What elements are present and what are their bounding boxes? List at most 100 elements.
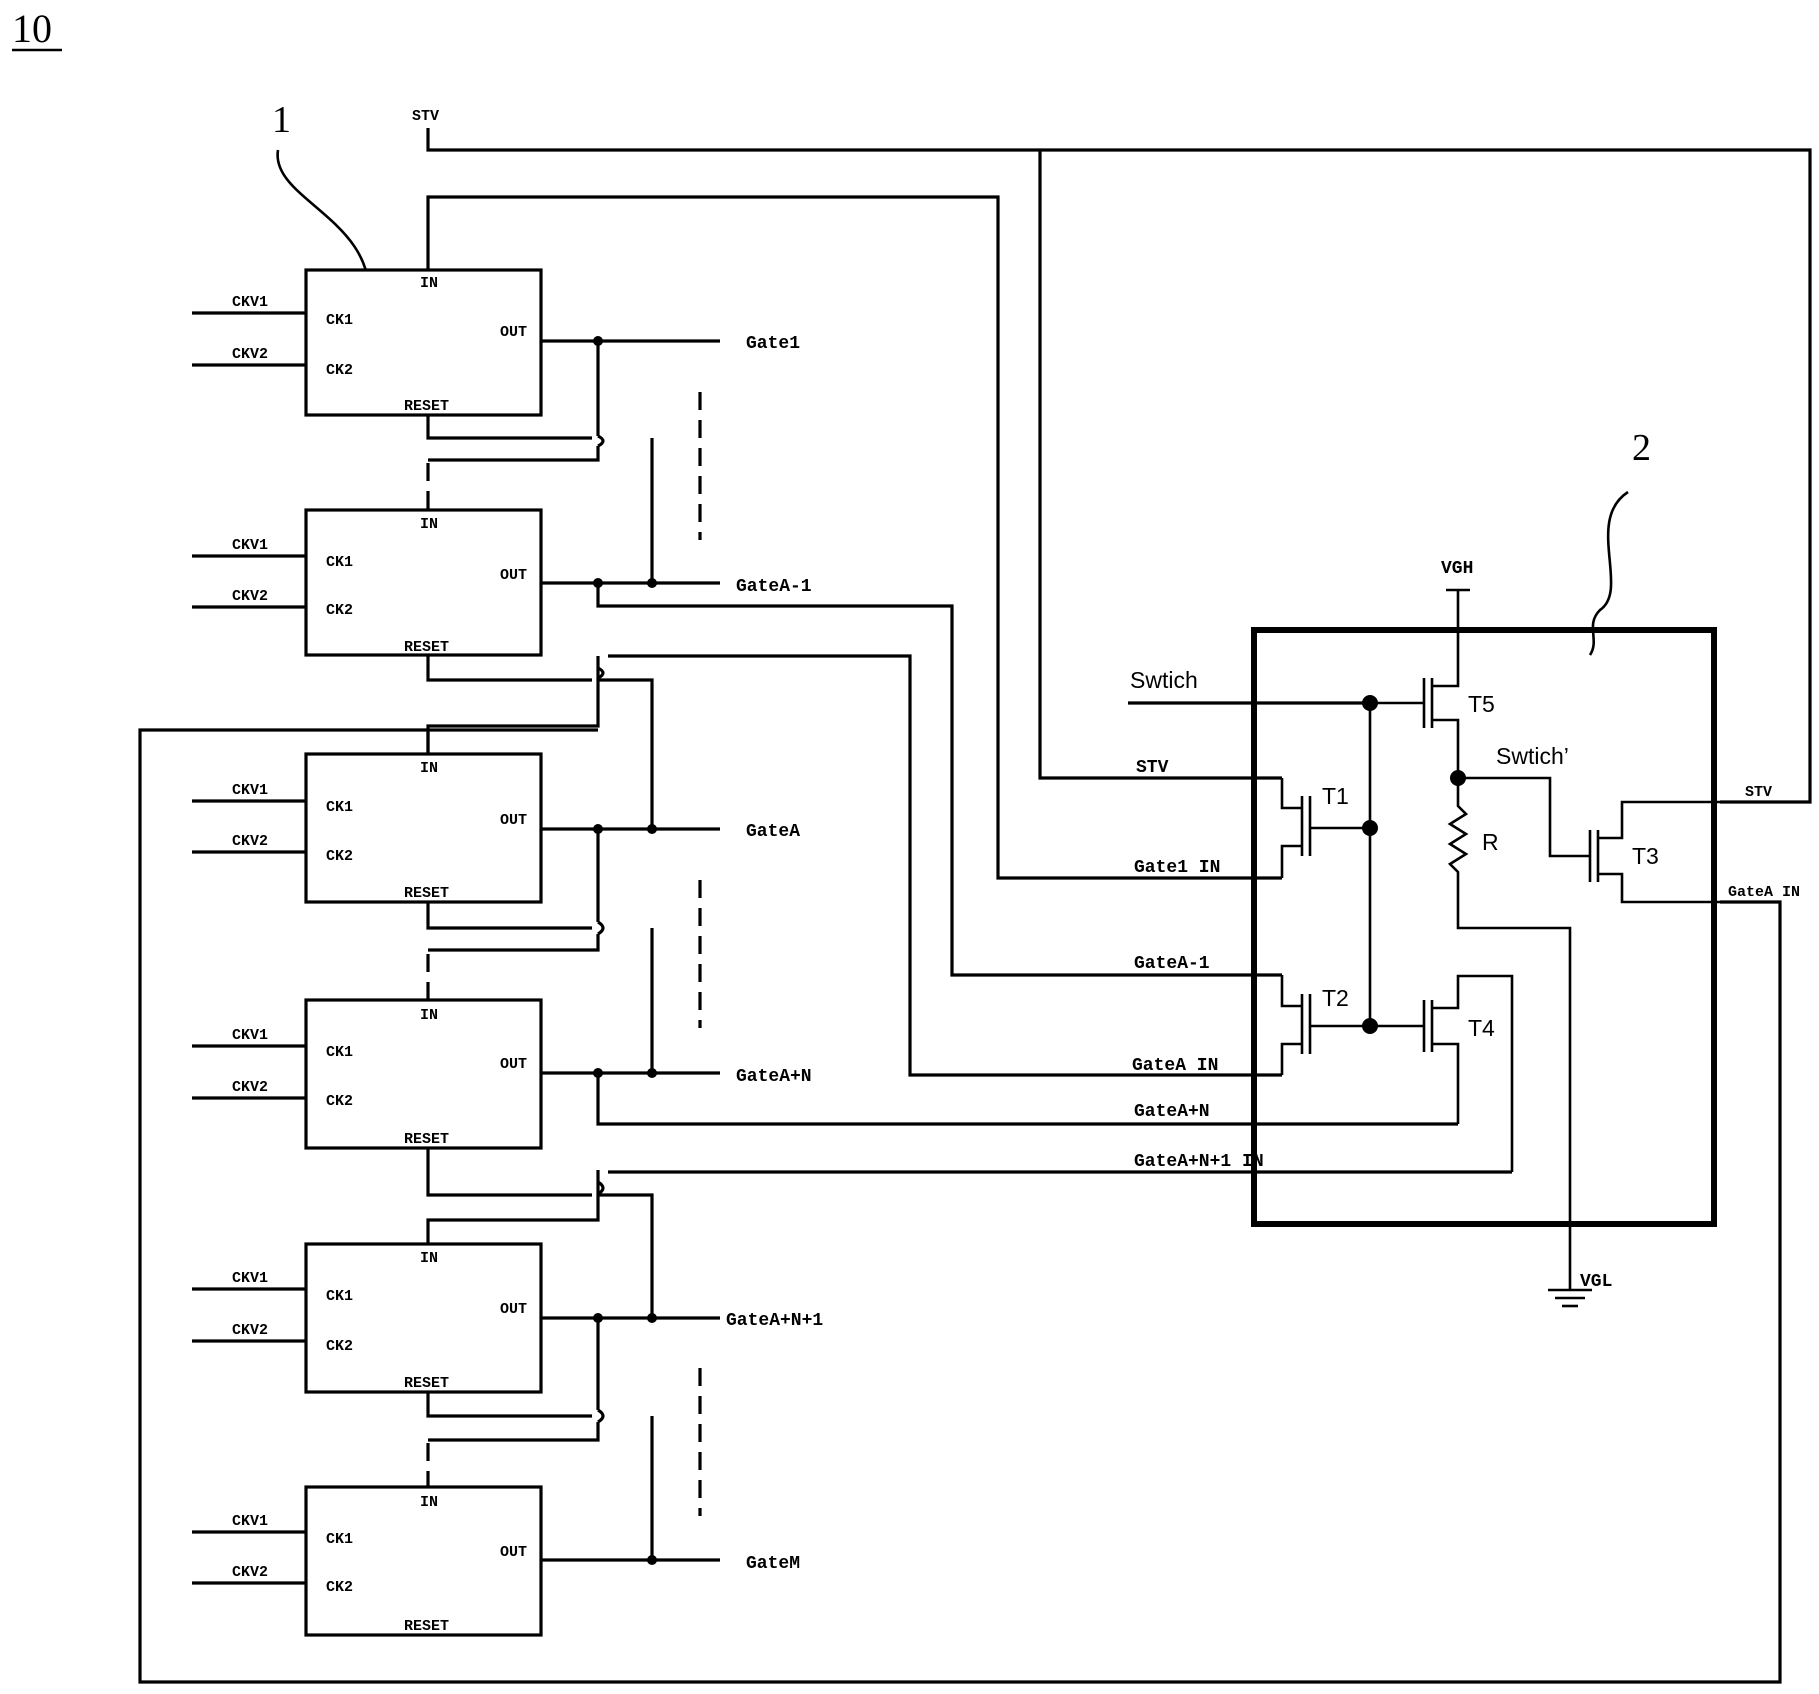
ref-leader-2	[1588, 490, 1629, 656]
reset-pin-label: RESET	[404, 1618, 449, 1635]
clock-inputs	[192, 311, 306, 1585]
shift-register-stage-a-n-1	[304, 1242, 543, 1394]
ck2-pin-label: CK2	[326, 362, 353, 379]
ref-label-1: 1	[272, 99, 291, 141]
ckv2-label: CKV2	[232, 833, 268, 850]
transistor-t1	[1280, 778, 1370, 878]
ck1-pin-label: CK1	[326, 554, 353, 571]
shift-register-stage-1	[304, 268, 543, 417]
ck1-pin-label: CK1	[326, 1288, 353, 1305]
swtich-prime-wire	[1458, 776, 1590, 858]
t4-label: T4	[1468, 1015, 1495, 1041]
stv-branch-wire	[1038, 150, 1128, 780]
transistor-t5	[1370, 590, 1460, 776]
gatea-in-return-wire	[138, 728, 1782, 1684]
stage-m-pins: IN CK1 CK2 OUT RESET	[326, 1494, 527, 1635]
swtich-label: Swtich	[1130, 667, 1198, 693]
ground-icon	[1548, 1288, 1592, 1308]
output-wires	[541, 339, 720, 1562]
ckv1-label: CKV1	[232, 537, 268, 554]
out-pin-label: OUT	[500, 812, 527, 829]
node-dot	[1362, 820, 1378, 836]
vgh-label: VGH	[1441, 559, 1473, 579]
junction-dots	[593, 336, 657, 1565]
ck1-pin-label: CK1	[326, 1531, 353, 1548]
transistor-t3	[1588, 800, 1720, 904]
stage-a-n-pins: IN CK1 CK2 OUT RESET	[326, 1007, 527, 1148]
stage-a-pins: IN CK1 CK2 OUT RESET	[326, 760, 527, 902]
ck2-pin-label: CK2	[326, 1093, 353, 1110]
t5-label: T5	[1468, 691, 1495, 717]
stage-a-n-1-pins: IN CK1 CK2 OUT RESET	[326, 1250, 527, 1392]
ckv2-label: CKV2	[232, 346, 268, 363]
reset-pin-label: RESET	[404, 1131, 449, 1148]
gatea-label: GateA	[746, 822, 800, 842]
reset-pin-label: RESET	[404, 398, 449, 415]
ckv1-label: CKV1	[232, 1513, 268, 1530]
r-label: R	[1482, 829, 1499, 855]
shift-register-stage-a-n	[304, 998, 543, 1150]
stage-1-pins: IN CK1 CK2 OUT RESET	[326, 275, 527, 415]
ck1-pin-label: CK1	[326, 312, 353, 329]
control-module-box	[1251, 627, 1717, 1227]
ckv2-label: CKV2	[232, 588, 268, 605]
gatem-label: GateM	[746, 1554, 800, 1574]
t3-label: T3	[1632, 843, 1659, 869]
swtich-prime-label: Swtich’	[1496, 743, 1569, 769]
cascade-wiring	[426, 341, 1128, 1560]
ckv1-label: CKV1	[232, 294, 268, 311]
ckv1-label: CKV1	[232, 1027, 268, 1044]
in-pin-label: IN	[420, 275, 438, 292]
gatea-1-in-label: GateA-1	[1134, 954, 1210, 974]
gatea-n-1-label: GateA+N+1	[726, 1311, 823, 1331]
in-pin-label: IN	[420, 760, 438, 777]
stv-top-label: STV	[412, 108, 439, 125]
ck1-pin-label: CK1	[326, 799, 353, 816]
t2-label: T2	[1322, 985, 1349, 1011]
right-gatea-in-label: GateA IN	[1728, 884, 1800, 901]
out-pin-label: OUT	[500, 1056, 527, 1073]
resistor-r	[1447, 778, 1572, 1290]
clock-labels: CKV1 CKV2 CKV1 CKV2 CKV1 CKV2 CKV1 CKV2 …	[232, 294, 268, 1581]
t1-label: T1	[1322, 783, 1349, 809]
gatea-n-1-in-label: GateA+N+1 IN	[1134, 1152, 1264, 1172]
module-input-labels: Swtich STV Gate1 IN GateA-1 GateA IN Gat…	[1130, 667, 1264, 1172]
gatea-in-label: GateA IN	[1132, 1056, 1218, 1076]
ckv1-label: CKV1	[232, 782, 268, 799]
ck2-pin-label: CK2	[326, 848, 353, 865]
transistor-t4	[1370, 974, 1514, 1172]
in-pin-label: IN	[420, 516, 438, 533]
in-pin-label: IN	[420, 1007, 438, 1024]
in-pin-label: IN	[420, 1250, 438, 1267]
stage-a-1-pins: IN CK1 CK2 OUT RESET	[326, 516, 527, 656]
gatea-n-label: GateA+N	[736, 1067, 812, 1087]
reset-pin-label: RESET	[404, 885, 449, 902]
ckv2-label: CKV2	[232, 1564, 268, 1581]
gatea-1-label: GateA-1	[736, 577, 812, 597]
ref-label-2: 2	[1632, 427, 1651, 469]
figure-number: 10	[12, 6, 52, 51]
shift-register-stage-a-1	[304, 508, 543, 657]
gate1-label: Gate1	[746, 334, 800, 354]
right-stv-label: STV	[1745, 784, 1772, 801]
reset-pin-label: RESET	[404, 639, 449, 656]
shift-register-stage-m	[304, 1485, 543, 1637]
in-pin-label: IN	[420, 1494, 438, 1511]
ck2-pin-label: CK2	[326, 602, 353, 619]
stv-top-wire	[426, 128, 1812, 804]
ckv1-label: CKV1	[232, 1270, 268, 1287]
vgl-label: VGL	[1580, 1272, 1612, 1292]
module-input-wires	[1128, 701, 1512, 1174]
reset-pin-label: RESET	[404, 1375, 449, 1392]
ckv2-label: CKV2	[232, 1079, 268, 1096]
out-pin-label: OUT	[500, 567, 527, 584]
out-pin-label: OUT	[500, 324, 527, 341]
ck2-pin-label: CK2	[326, 1579, 353, 1596]
ck2-pin-label: CK2	[326, 1338, 353, 1355]
gate1-in-label: Gate1 IN	[1134, 858, 1220, 878]
shift-register-stage-a	[304, 752, 543, 904]
transistor-t2	[1280, 975, 1370, 1075]
out-pin-label: OUT	[500, 1544, 527, 1561]
stv-in-label: STV	[1136, 758, 1169, 778]
